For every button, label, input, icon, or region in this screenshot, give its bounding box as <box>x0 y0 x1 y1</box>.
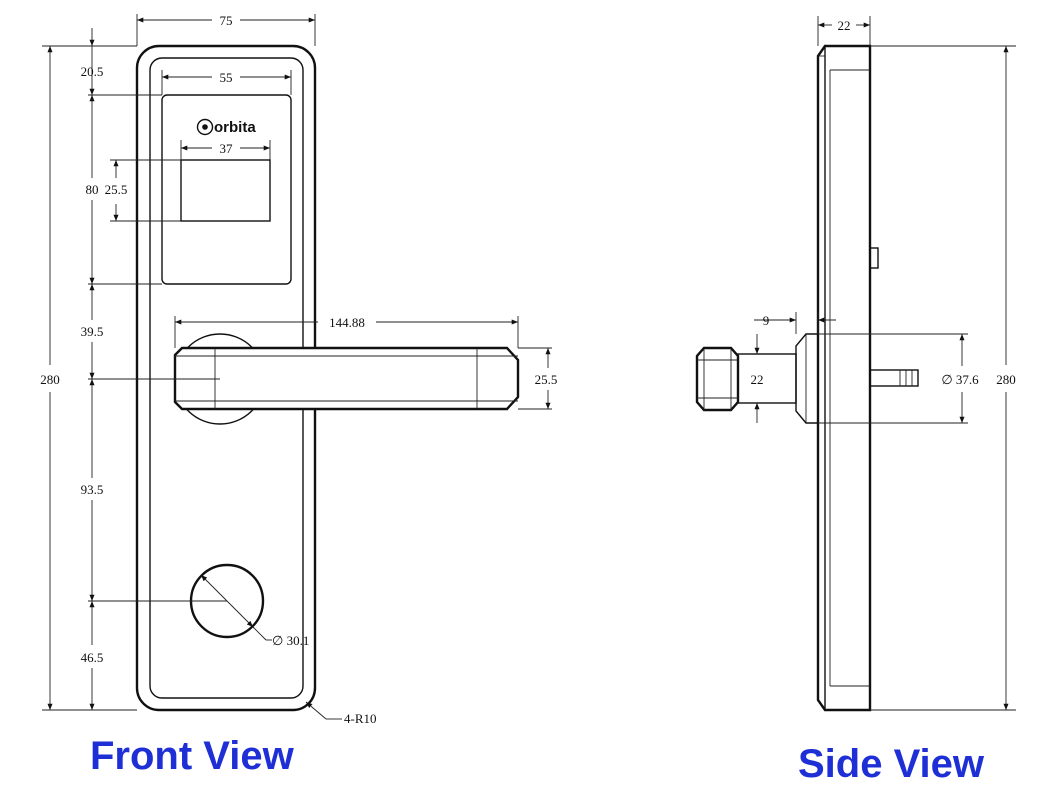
dim-front-total-height: 280 <box>40 372 60 387</box>
dim-panel-width: 55 <box>220 70 233 85</box>
dim-spindle-height: 22 <box>751 372 764 387</box>
dim-corner-radius: 4-R10 <box>344 711 377 726</box>
display-screen <box>180 159 271 222</box>
dim-side-total-height: 280 <box>996 372 1016 387</box>
side-view-caption: Side View <box>798 742 985 786</box>
dim-panel-height: 80 <box>86 182 99 197</box>
dim-handle-height: 25.5 <box>535 372 558 387</box>
dim-rose-diameter: ∅ 37.6 <box>941 372 979 387</box>
side-handle-end <box>695 346 740 412</box>
dim-handle-length: 144.88 <box>329 315 365 330</box>
brand-logo: orbita <box>196 118 256 136</box>
side-spindle <box>737 353 797 404</box>
dim-screen-height: 25.5 <box>105 182 128 197</box>
reader-panel <box>161 94 292 285</box>
side-plate-body <box>816 44 872 712</box>
dim-keyhole-diameter: ∅ 30.1 <box>272 633 309 648</box>
dim-top-margin: 20.5 <box>81 64 104 79</box>
dim-front-width: 75 <box>220 13 233 28</box>
handle-lever <box>173 346 520 411</box>
front-view-caption: Front View <box>90 734 294 778</box>
brand-name: orbita <box>214 119 256 136</box>
dim-side-depth: 22 <box>838 18 851 33</box>
side-latch <box>869 369 919 387</box>
front-view: orbita <box>40 13 557 726</box>
dim-gap: 39.5 <box>81 324 104 339</box>
dim-spindle-offset: 9 <box>763 313 770 328</box>
side-button <box>869 247 879 269</box>
dim-lower-section: 93.5 <box>81 482 104 497</box>
dim-screen-width: 37 <box>220 141 234 156</box>
side-view: 22 9 22 ∅ 37.6 280 <box>695 16 1016 712</box>
dim-bottom-margin: 46.5 <box>81 650 104 665</box>
side-rose <box>795 333 818 424</box>
